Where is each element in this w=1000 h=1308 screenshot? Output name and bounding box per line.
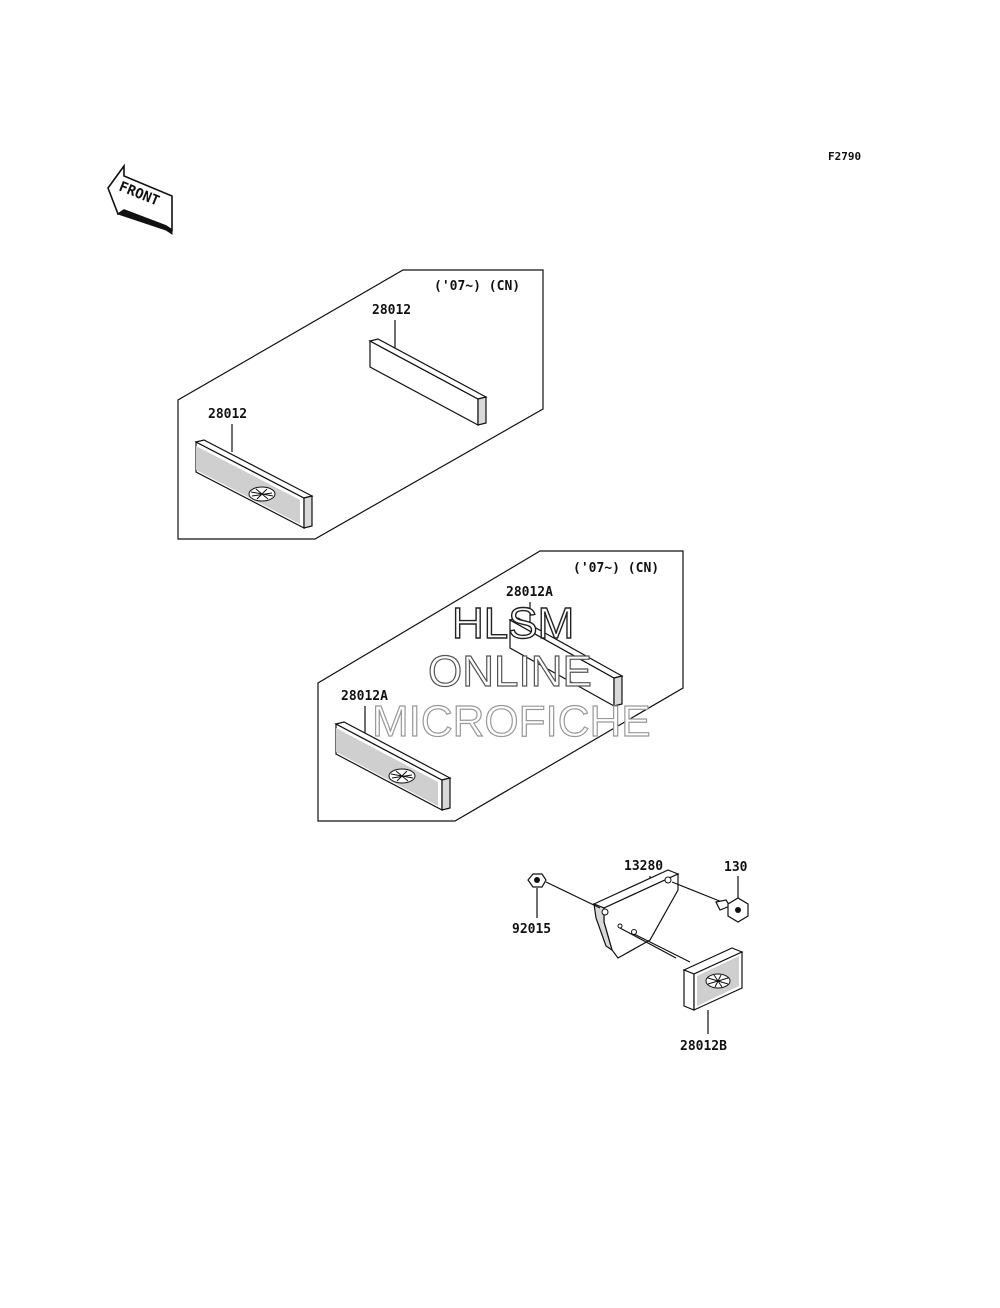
- kawasaki-emblem-icon: [248, 486, 276, 502]
- group-1-part-upper-label: 28012: [372, 303, 411, 318]
- group-1-frame: ('07~) (CN) 28012 28012: [177, 269, 544, 540]
- front-arrow-icon: FRONT: [107, 163, 173, 235]
- watermark: HLSM ONLINE MICROFICHE: [371, 598, 651, 746]
- nut: [527, 873, 547, 888]
- figure-id: F2790: [828, 150, 861, 163]
- bolt: [715, 897, 749, 923]
- reflector-lower: [194, 439, 314, 529]
- nut-label: 92015: [512, 922, 551, 937]
- watermark-line-2: ONLINE: [428, 647, 592, 696]
- watermark-line-1: HLSM: [452, 599, 574, 648]
- bracket-label: 13280: [624, 859, 663, 874]
- watermark-line-3: MICROFICHE: [372, 697, 651, 746]
- reflector-b: [682, 947, 744, 1011]
- group-2-part-lower-label: 28012A: [341, 689, 388, 704]
- kawasaki-emblem-icon: [388, 768, 416, 784]
- reflector-upper-a: [508, 617, 624, 708]
- group-2-part-upper-label: 28012A: [506, 585, 553, 600]
- reflector-b-label: 28012B: [680, 1039, 727, 1054]
- bracket: [592, 869, 680, 959]
- reflector-lower-a: [334, 721, 452, 811]
- group-1-condition: ('07~) (CN): [434, 279, 520, 294]
- kawasaki-emblem-icon: [705, 973, 731, 989]
- reflector-upper: [368, 338, 488, 427]
- group-1-part-lower-label: 28012: [208, 407, 247, 422]
- bolt-label: 130: [724, 860, 748, 875]
- group-2-condition: ('07~) (CN): [573, 561, 659, 576]
- bracket-assembly: 13280 92015 130: [512, 859, 749, 1054]
- group-2-frame: ('07~) (CN) 28012A 28012A: [317, 550, 684, 822]
